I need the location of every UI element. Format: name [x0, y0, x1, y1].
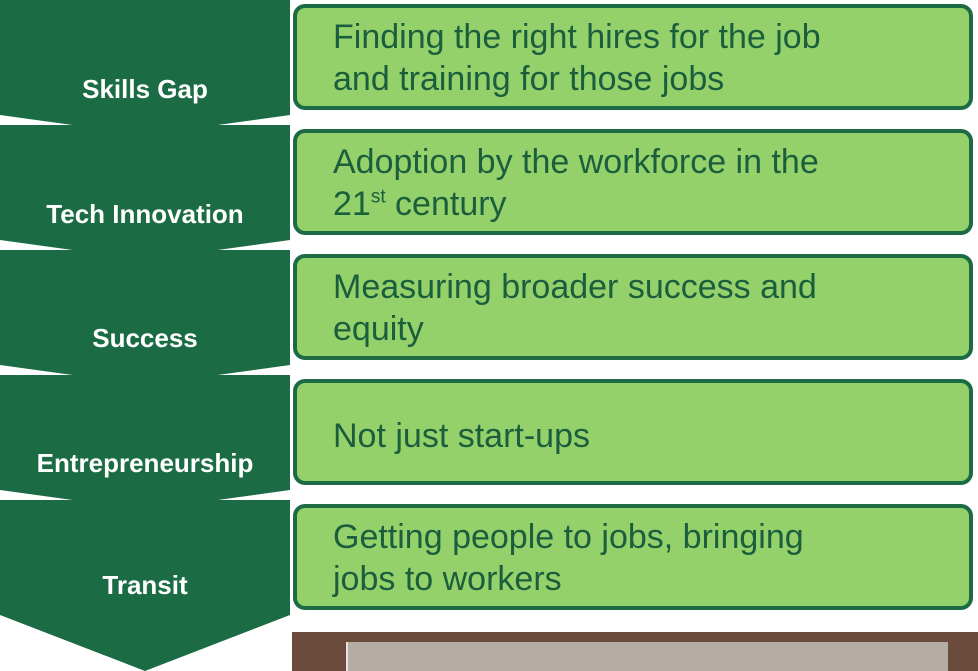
chevron-success	[0, 250, 290, 385]
chevron-transit	[0, 500, 290, 671]
row-label-skills-gap: Skills Gap	[82, 74, 208, 104]
row-description-success: Measuring broader success and equity	[293, 254, 973, 360]
chevron-skills-gap	[0, 0, 290, 135]
description-line: Adoption by the workforce in the	[333, 143, 819, 181]
row-label-transit: Transit	[102, 570, 188, 600]
photo-screen-area	[346, 642, 948, 671]
century-number: 21	[333, 185, 371, 223]
description-line: and training for those jobs	[333, 60, 725, 98]
row-label-success: Success	[92, 323, 198, 353]
century-word: century	[385, 185, 507, 223]
photo-thumbnail	[292, 632, 978, 671]
row-label-entrepreneurship: Entrepreneurship	[36, 448, 254, 478]
row-description-entrepreneurship: Not just start-ups	[293, 379, 973, 485]
description-line: 21st century	[333, 183, 949, 225]
description-line: jobs to workers	[333, 560, 562, 598]
row-description-tech-innovation: Adoption by the workforce in the 21st ce…	[293, 129, 973, 235]
description-line: Measuring broader success and	[333, 268, 817, 306]
row-description-transit: Getting people to jobs, bringing jobs to…	[293, 504, 973, 610]
description-line: equity	[333, 310, 424, 348]
ordinal-suffix: st	[370, 186, 386, 208]
description-line: Not just start-ups	[333, 417, 590, 455]
row-label-tech-innovation: Tech Innovation	[46, 199, 244, 229]
chevron-entrepreneurship	[0, 375, 290, 510]
row-description-skills-gap: Finding the right hires for the job and …	[293, 4, 973, 110]
chevron-tech-innovation	[0, 125, 290, 260]
description-line: Getting people to jobs, bringing	[333, 518, 804, 556]
description-line: Finding the right hires for the job	[333, 18, 821, 56]
